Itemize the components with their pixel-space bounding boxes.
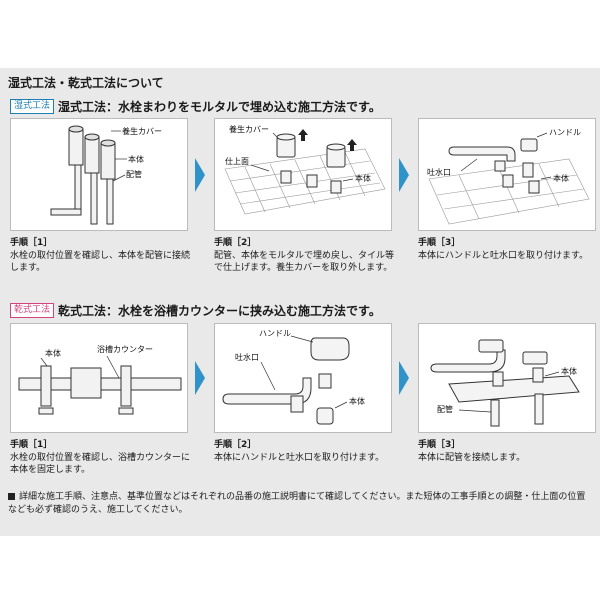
wet-arrow-1	[195, 158, 205, 192]
wet-section-header: 湿式工法 湿式工法：水栓まわりをモルタルで埋め込む施工方法です。	[10, 98, 381, 114]
dry-step3-illustration: 本体 配管	[418, 323, 596, 433]
wet-section-title: 湿式工法：水栓まわりをモルタルで埋め込む施工方法です。	[58, 99, 381, 114]
wet-step3-callout-handle: ハンドル	[549, 128, 581, 137]
dry-step1-illustration: 本体 浴槽カウンター	[10, 323, 188, 433]
wet-arrow-2	[399, 158, 409, 192]
wet-step1-callout-body: 本体	[128, 154, 144, 164]
wet-step2-caption: 手順［2］ 配管、本体をモルタルで埋め戻し、タイル等で仕上げます。養生カバーを取…	[214, 237, 394, 275]
bullet-square-icon	[8, 493, 15, 500]
dry-arrow-2	[399, 361, 409, 395]
dry-step1-callout-body: 本体	[45, 348, 61, 358]
dry-step2-callout-spout: 吐水口	[235, 352, 259, 362]
wet-step1-drawing: 養生カバー 本体 配管	[50, 125, 162, 225]
wet-step1-caption: 手順［1］ 水栓の取付位置を確認し、本体を配管に接続します。	[10, 237, 190, 275]
wet-step2-callout-surface: 仕上面	[225, 156, 249, 166]
dry-step3-callout-pipe: 配管	[437, 404, 453, 414]
footnote-text: 詳細な施工手順、注意点、基準位置などはそれぞれの品番の施工説明書にて確認してくだ…	[8, 492, 586, 515]
wet-step3-callout-spout: 吐水口	[427, 167, 451, 177]
wet-step1-callout-pipe: 配管	[126, 169, 142, 179]
dry-arrow-1	[195, 361, 205, 395]
wet-step2-text: 配管、本体をモルタルで埋め戻し、タイル等で仕上げます。養生カバーを取り外します。	[214, 250, 395, 274]
wet-step3-callout-body: 本体	[553, 173, 569, 183]
dry-step1-callout-counter: 浴槽カウンター	[97, 344, 153, 354]
dry-step2-drawing: ハンドル 吐水口 本体	[222, 329, 365, 425]
dry-step3-label: 手順［3］	[418, 440, 461, 450]
dry-step1-caption: 手順［1］ 水栓の取付位置を確認し、浴槽カウンターに本体を固定します。	[10, 439, 190, 477]
wet-step3-text: 本体にハンドルと吐水口を取り付けます。	[418, 250, 589, 261]
wet-step2-callout-body: 本体	[355, 173, 371, 183]
dry-step2-text: 本体にハンドルと吐水口を取り付けます。	[214, 452, 385, 463]
dry-step1-text: 水栓の取付位置を確認し、浴槽カウンターに本体を固定します。	[10, 452, 191, 476]
wet-step3-caption: 手順［3］ 本体にハンドルと吐水口を取り付けます。	[418, 237, 598, 262]
wet-method-tag: 湿式工法	[10, 98, 55, 114]
dry-step3-text: 本体に配管を接続します。	[418, 452, 526, 463]
dry-step2-callout-body: 本体	[349, 396, 365, 406]
dry-step2-caption: 手順［2］ 本体にハンドルと吐水口を取り付けます。	[214, 439, 394, 464]
wet-step1-text: 水栓の取付位置を確認し、本体を配管に接続します。	[10, 250, 191, 274]
dry-step2-callout-handle: ハンドル	[259, 329, 291, 338]
wet-step1-illustration: 養生カバー 本体 配管	[10, 118, 188, 231]
dry-arrow-1-shape	[195, 361, 205, 395]
wet-step1-label: 手順［1］	[10, 238, 53, 248]
dry-section-header: 乾式工法 乾式工法：水栓を浴槽カウンターに挟み込む施工方法です。	[10, 302, 381, 318]
dry-step2-illustration: ハンドル 吐水口 本体	[214, 323, 392, 433]
wet-step1-callout-cover: 養生カバー	[122, 126, 162, 136]
dry-step3-caption: 手順［3］ 本体に配管を接続します。	[418, 439, 598, 464]
wet-step3-drawing: ハンドル 吐水口 本体	[427, 128, 590, 225]
dry-step3-callout-body: 本体	[561, 366, 577, 376]
wet-step2-drawing: 養生カバー 仕上面 本体	[224, 124, 386, 215]
page-title: 湿式工法・乾式工法について	[8, 76, 164, 90]
wet-step2-callout-cover: 養生カバー	[229, 124, 269, 134]
dry-arrow-2-shape	[399, 361, 409, 395]
dry-section-title: 乾式工法：水栓を浴槽カウンターに挟み込む施工方法です。	[58, 303, 381, 318]
dry-method-tag: 乾式工法	[10, 302, 55, 318]
wet-step3-label: 手順［3］	[418, 238, 461, 248]
wet-arrow-1-shape	[195, 158, 205, 192]
wet-arrow-2-shape	[399, 158, 409, 192]
dry-step2-label: 手順［2］	[214, 440, 257, 450]
wet-step2-label: 手順［2］	[214, 238, 257, 248]
wet-step2-illustration: 養生カバー 仕上面 本体	[214, 118, 392, 231]
dry-step1-label: 手順［1］	[10, 440, 53, 450]
footnote: 詳細な施工手順、注意点、基準位置などはそれぞれの品番の施工説明書にて確認してくだ…	[8, 491, 593, 517]
dry-step1-drawing: 本体 浴槽カウンター	[18, 344, 182, 415]
dry-step3-drawing: 本体 配管	[430, 339, 580, 427]
wet-step3-illustration: ハンドル 吐水口 本体	[418, 118, 596, 231]
